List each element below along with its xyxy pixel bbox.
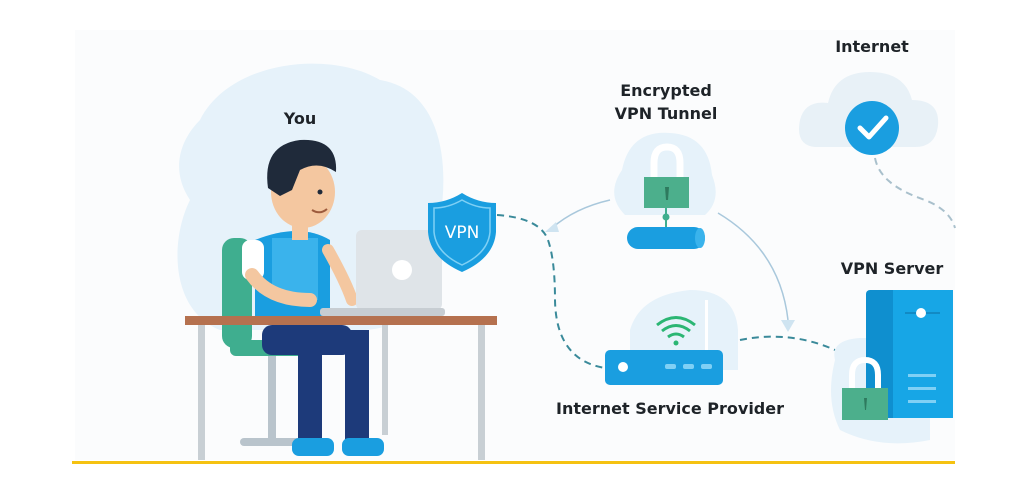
dashed-connection-user-isp [496, 214, 606, 369]
shirt [272, 238, 318, 300]
dashed-connection-internet-server [874, 157, 956, 229]
eye [317, 189, 323, 195]
you-label: You [283, 109, 317, 128]
vpn-server-label: VPN Server [841, 259, 944, 278]
server-icon [866, 290, 953, 418]
base-line [72, 461, 955, 464]
laptop-base [320, 308, 445, 316]
server-lock-icon [842, 356, 888, 420]
laptop-logo [392, 260, 412, 280]
arm-right [322, 244, 358, 306]
desk-leg [382, 325, 388, 435]
tunnel-label-line1: Encrypted [620, 81, 712, 100]
leg-right [345, 330, 369, 445]
smile [311, 208, 328, 214]
isp-label: Internet Service Provider [556, 399, 784, 418]
desk-leg [478, 325, 485, 460]
encrypted-tunnel-icon [627, 143, 705, 249]
shoe-right [342, 438, 384, 456]
arm-left [245, 268, 317, 307]
shoe-left [292, 438, 334, 456]
hair [267, 139, 337, 196]
check-circle-icon [845, 101, 899, 155]
desk-leg [198, 325, 205, 460]
shield-text: VPN [445, 223, 480, 243]
dashed-connection-isp-server [739, 335, 836, 351]
router-icon [605, 300, 723, 385]
tunnel-label-line2: VPN Tunnel [615, 104, 718, 123]
vpn-shield-icon: VPN [428, 193, 496, 272]
chair-post [268, 356, 276, 441]
desk [185, 316, 497, 325]
arrowhead-icon [545, 222, 559, 232]
person-at-desk [185, 139, 497, 460]
leg-left [298, 330, 322, 445]
arrow-tunnel-to-server [717, 212, 789, 321]
internet-label: Internet [835, 37, 909, 56]
tunnel-background-blob [614, 132, 716, 215]
arrowhead-icon [781, 320, 795, 332]
